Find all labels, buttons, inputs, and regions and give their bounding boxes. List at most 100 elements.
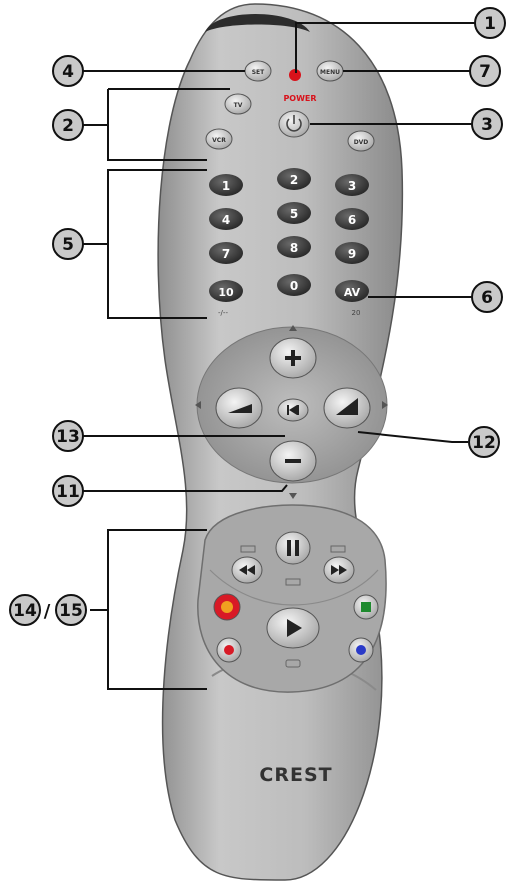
- key-10[interactable]: 10: [209, 280, 243, 302]
- fast-forward-button[interactable]: [323, 556, 355, 584]
- red-key-button[interactable]: [216, 637, 242, 663]
- key-4-label: 4: [222, 213, 230, 227]
- callout-6: 6: [471, 281, 503, 313]
- volume-up-button[interactable]: [323, 387, 371, 429]
- callout-13: 13: [52, 420, 84, 452]
- stop-indicator-icon: [285, 578, 301, 586]
- nav-arrow-right-icon: [382, 401, 388, 409]
- callout-lines: [83, 22, 475, 690]
- green-key-button[interactable]: [353, 594, 379, 620]
- forward-indicator-icon: [330, 545, 346, 553]
- nav-arrow-left-icon: [195, 401, 201, 409]
- key-av[interactable]: AV: [335, 280, 369, 302]
- callout-line-2b: [107, 89, 207, 161]
- ir-window: [205, 14, 310, 32]
- callout-15-label: 15: [59, 601, 83, 621]
- play-indicator-icon: [285, 659, 301, 668]
- callout-4: 4: [52, 55, 84, 87]
- set-button[interactable]: SET: [244, 60, 272, 82]
- callout-15: 15: [55, 594, 87, 626]
- play-button[interactable]: [266, 607, 320, 649]
- key-0[interactable]: 0: [277, 274, 311, 296]
- volume-down-button[interactable]: [215, 387, 263, 429]
- key-5[interactable]: 5: [277, 202, 311, 224]
- pause-button[interactable]: [275, 531, 311, 565]
- vcr-label: VCR: [212, 137, 226, 144]
- playback-cluster: [197, 504, 387, 693]
- callout-12-label: 12: [472, 433, 496, 453]
- key-7-label: 7: [222, 247, 230, 261]
- volume-down-icon: [228, 404, 252, 413]
- callout-4-label: 4: [62, 62, 74, 82]
- key-0-label: 0: [290, 279, 298, 293]
- power-label: POWER: [283, 94, 316, 103]
- navigation-cluster: [195, 325, 388, 499]
- blue-dot-icon: [356, 645, 366, 655]
- callout-5-label: 5: [62, 235, 74, 255]
- key-2-label: 2: [290, 173, 298, 187]
- rewind-icon: [239, 565, 255, 575]
- dvd-label: DVD: [354, 139, 369, 146]
- volume-up-icon: [336, 398, 358, 415]
- key-1[interactable]: 1: [209, 174, 243, 196]
- callout-line-11: [83, 484, 288, 492]
- nav-arrow-up-icon: [289, 325, 297, 331]
- vcr-mode-button[interactable]: VCR: [205, 128, 233, 150]
- callout-14-label: 14: [13, 601, 37, 621]
- rewind-button[interactable]: [231, 556, 263, 584]
- pause-icon: [287, 540, 299, 556]
- key-3-label: 3: [348, 179, 356, 193]
- orange-key-icon: [221, 601, 233, 613]
- plus-icon: [285, 350, 301, 366]
- channel-up-button[interactable]: [269, 337, 317, 379]
- key-4[interactable]: 4: [209, 208, 243, 230]
- tv-mode-button[interactable]: TV: [224, 93, 252, 115]
- callout-line-12: [357, 431, 468, 443]
- green-key-icon: [361, 602, 371, 612]
- channel-down-button[interactable]: [269, 440, 317, 482]
- callout-1: 1: [474, 7, 506, 39]
- callout-7-label: 7: [479, 62, 491, 82]
- callout-12: 12: [468, 426, 500, 458]
- fast-forward-icon: [331, 565, 347, 575]
- callout-6-label: 6: [481, 288, 493, 308]
- callout-line-1: [295, 22, 475, 73]
- key-3[interactable]: 3: [335, 174, 369, 196]
- power-icon: [286, 115, 302, 132]
- key-6-label: 6: [348, 213, 356, 227]
- menu-label: MENU: [320, 69, 340, 76]
- callout-14: 14: [9, 594, 41, 626]
- callout-13-label: 13: [56, 427, 80, 447]
- key-9[interactable]: 9: [335, 242, 369, 264]
- key-6[interactable]: 6: [335, 208, 369, 230]
- menu-button[interactable]: MENU: [316, 60, 344, 82]
- key-1-label: 1: [222, 179, 230, 193]
- key-10-sublabel: -/--: [218, 309, 228, 317]
- mute-icon: [287, 405, 299, 415]
- rewind-indicator-icon: [240, 545, 256, 553]
- key-av-label: AV: [344, 286, 361, 299]
- minus-icon: [285, 459, 301, 463]
- play-icon: [287, 619, 302, 637]
- mute-button[interactable]: [277, 398, 309, 422]
- callout-5: 5: [52, 228, 84, 260]
- power-button[interactable]: [278, 110, 310, 138]
- number-pad: 1 2 3 4 5 6 7 8: [209, 168, 369, 317]
- blue-key-button[interactable]: [348, 637, 374, 663]
- key-2[interactable]: 2: [277, 168, 311, 190]
- brand-logo: CREST: [259, 764, 332, 786]
- set-label: SET: [252, 69, 265, 76]
- key-10-label: 10: [218, 286, 234, 299]
- callout-2-label: 2: [62, 116, 74, 136]
- power-led-icon: [289, 69, 301, 81]
- callout-11-label: 11: [56, 482, 80, 502]
- callout-1-label: 1: [484, 14, 496, 34]
- orange-key-button[interactable]: [213, 593, 241, 621]
- dvd-mode-button[interactable]: DVD: [347, 130, 375, 152]
- tv-label: TV: [234, 102, 243, 109]
- key-8[interactable]: 8: [277, 236, 311, 258]
- key-7[interactable]: 7: [209, 242, 243, 264]
- callout-7: 7: [469, 55, 501, 87]
- key-8-label: 8: [290, 241, 298, 255]
